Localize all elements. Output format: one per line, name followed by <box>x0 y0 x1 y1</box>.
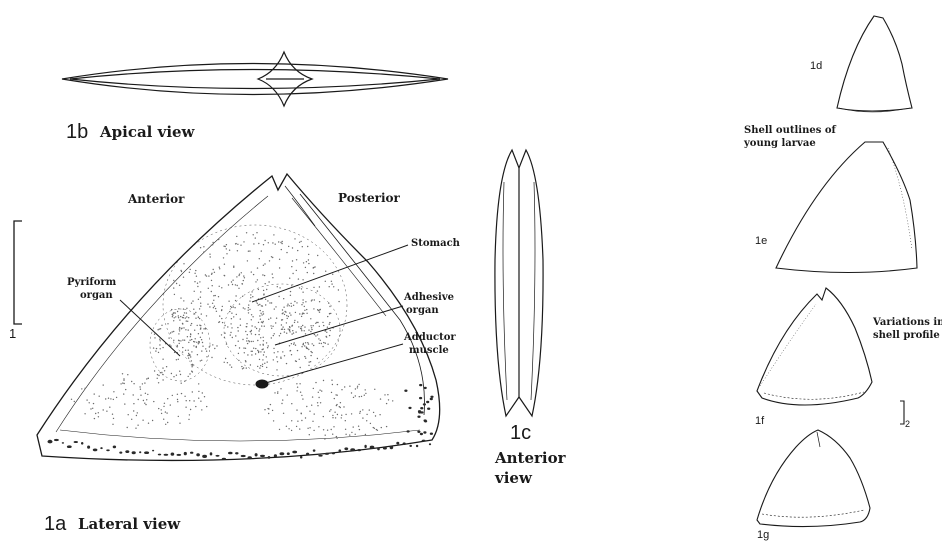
shell-1f-label: 1f <box>755 416 764 428</box>
shell-1g-drawing <box>757 430 870 527</box>
anterior-view-drawing <box>495 150 543 416</box>
scale-bar-1-label: 1 <box>9 327 16 341</box>
adductor-label-line2: muscle <box>409 346 449 357</box>
lateral-view-title: Lateral view <box>78 517 180 533</box>
anterior-view-title-line2: view <box>495 471 532 487</box>
scale-bar-1 <box>14 221 22 324</box>
shell-1d-label: 1d <box>810 61 822 73</box>
lateral-view-drawing <box>37 174 440 460</box>
scale-bar-2 <box>900 401 904 424</box>
tissue-stippling <box>71 232 394 440</box>
shell-1f-drawing <box>757 288 872 405</box>
scale-bar-2-label: 2 <box>905 420 910 429</box>
apical-view-number: 1b <box>66 122 88 143</box>
anterior-view-title-line1: Anterior <box>495 451 566 467</box>
variations-label-line2: shell profile <box>873 331 940 342</box>
anterior-label: Anterior <box>128 193 184 206</box>
apical-view-title: Apical view <box>100 125 194 141</box>
shell-1e-label: 1e <box>755 236 767 248</box>
anterior-view-number: 1c <box>510 423 531 444</box>
adhesive-label-line1: Adhesive <box>404 293 454 304</box>
shell-1g-label: 1g <box>757 530 769 542</box>
posterior-label: Posterior <box>338 192 400 205</box>
apical-view-drawing <box>62 52 448 106</box>
lateral-view-number: 1a <box>44 514 66 535</box>
pyriform-label-line1: Pyriform <box>67 278 116 289</box>
pyriform-label-line2: organ <box>80 291 113 302</box>
shell-outlines-label-line2: young larvae <box>744 139 816 150</box>
shell-1d-drawing <box>837 16 912 112</box>
variations-label-line1: Variations in <box>873 318 942 329</box>
shell-outlines-label-line1: Shell outlines of <box>744 126 836 137</box>
shell-1e-drawing <box>776 142 917 273</box>
stomach-label: Stomach <box>411 239 460 250</box>
adductor-label-line1: Adductor <box>404 333 456 344</box>
leader-lines <box>120 245 408 384</box>
adhesive-label-line2: organ <box>406 306 439 317</box>
